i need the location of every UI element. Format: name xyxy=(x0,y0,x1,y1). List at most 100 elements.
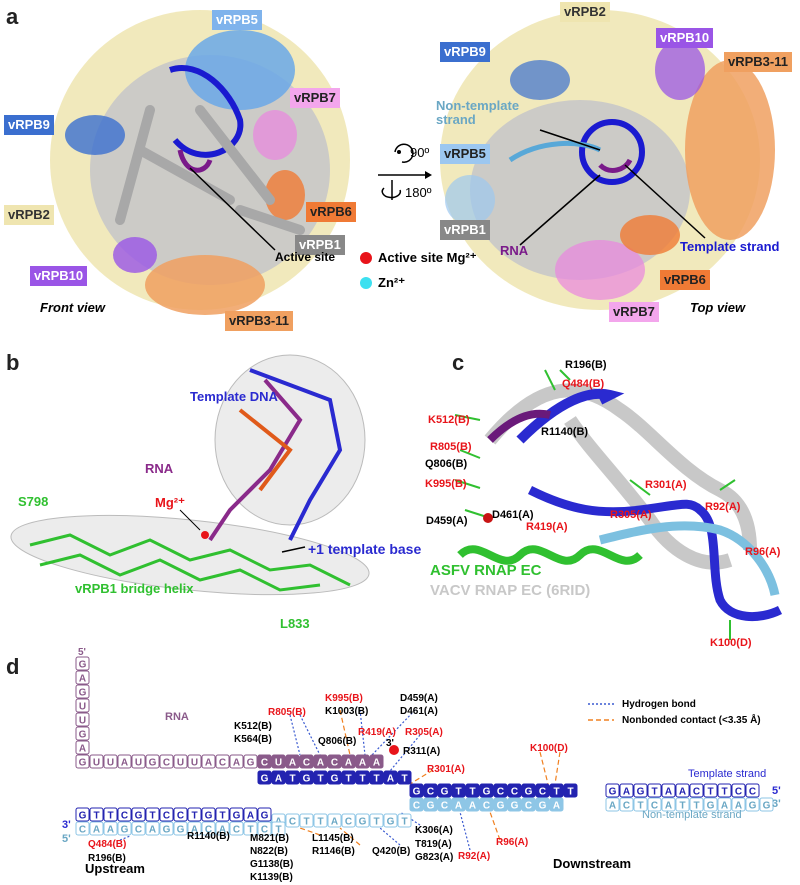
nt-down-box xyxy=(423,797,438,812)
mg-legend-label: Active site Mg²⁺ xyxy=(378,250,477,265)
nt-end-base: T xyxy=(637,801,643,812)
upstream-top-box xyxy=(117,807,132,822)
front-view-structure xyxy=(50,10,350,315)
upstream-top-box xyxy=(75,807,90,822)
nt-mid-base: T xyxy=(373,817,379,828)
d-r301: R301(A) xyxy=(427,764,465,775)
contact-line xyxy=(299,827,321,836)
nt-mid-base: T xyxy=(401,817,407,828)
nt-down-base: G xyxy=(497,801,505,812)
upstream-top-box xyxy=(243,807,258,822)
c-vacv-label: VACV RNAP EC (6RID) xyxy=(430,582,591,599)
panel-c-structure xyxy=(454,369,783,640)
nt-down-box xyxy=(535,797,550,812)
c-q806: Q806(B) xyxy=(425,458,468,470)
nt-end-box xyxy=(731,797,746,812)
upstream-bottom-base: A xyxy=(107,825,114,836)
upstream-top-base: T xyxy=(191,811,197,822)
d-r805: R805(B) xyxy=(268,707,306,718)
d-legend-hbond: Hydrogen bond xyxy=(622,699,696,710)
rna-horizontal-base: U xyxy=(93,758,100,769)
template-down-base: T xyxy=(469,787,475,798)
top-label-rna: RNA xyxy=(500,243,529,258)
d-rna-label: RNA xyxy=(165,711,189,723)
top-label-non-template: Non-template strand xyxy=(436,98,520,127)
b-template-dna: Template DNA xyxy=(190,389,278,404)
nt-end-base: C xyxy=(623,801,630,812)
d-upstream: Upstream xyxy=(85,861,145,876)
c-r419: R419(A) xyxy=(526,521,568,533)
upstream-bottom-base: C xyxy=(79,825,86,836)
rna-hybrid-box xyxy=(355,754,370,769)
rna-hybrid-base: A xyxy=(317,758,324,769)
template-end-base: A xyxy=(679,787,686,798)
d-r1146: R1146(B) xyxy=(312,846,355,857)
upstream-bottom-box xyxy=(201,821,216,836)
template-down-box xyxy=(521,783,536,798)
nt-mid-base: C xyxy=(345,817,352,828)
rna-horizontal-box xyxy=(131,754,146,769)
upstream-bottom-base: A xyxy=(93,825,100,836)
d-d461: D461(A) xyxy=(400,706,438,717)
template-hybrid-box xyxy=(313,770,328,785)
contact-line xyxy=(539,751,549,785)
d-template-3prime: 3' xyxy=(62,819,71,831)
nt-mid-box xyxy=(285,813,300,828)
upstream-bottom-base: T xyxy=(275,825,281,836)
nt-down-box xyxy=(549,797,564,812)
template-end-box xyxy=(647,783,662,798)
top-label-vrpb3-11: vRPB3-11 xyxy=(724,52,792,72)
nt-down-base: C xyxy=(441,801,448,812)
d-r419: R419(A) xyxy=(358,727,396,738)
upstream-top-base: T xyxy=(219,811,225,822)
rna-vertical-base: U xyxy=(79,716,86,727)
nt-end-box xyxy=(745,797,760,812)
template-end-base: C xyxy=(693,787,700,798)
upstream-top-base: C xyxy=(121,811,128,822)
rna-horizontal-box xyxy=(117,754,132,769)
template-down-box xyxy=(423,783,438,798)
b-plus1-template-base: +1 template base xyxy=(308,541,422,557)
template-down-box xyxy=(479,783,494,798)
upstream-bottom-base: G xyxy=(163,825,171,836)
nt-end-base: A xyxy=(609,801,616,812)
rna-vertical-box xyxy=(75,740,90,755)
nt-down-box xyxy=(451,797,466,812)
d-k564: K564(B) xyxy=(234,734,272,745)
template-hybrid-base: A xyxy=(387,774,394,785)
top-label-vrpb9: vRPB9 xyxy=(440,42,490,62)
template-end-box xyxy=(661,783,676,798)
rna-horizontal-base: C xyxy=(163,758,170,769)
template-end-box xyxy=(633,783,648,798)
nt-end-box xyxy=(689,797,704,812)
nt-mid-box xyxy=(341,813,356,828)
template-hybrid-box xyxy=(257,770,272,785)
template-end-base: G xyxy=(637,787,645,798)
template-end-base: A xyxy=(665,787,672,798)
panel-b-letter: b xyxy=(6,350,20,375)
template-down-base: C xyxy=(427,787,434,798)
upstream-top-base: T xyxy=(149,811,155,822)
rna-hybrid-base: U xyxy=(275,758,282,769)
rna-horizontal-base: A xyxy=(205,758,212,769)
d-g1138: G1138(B) xyxy=(250,859,294,870)
upstream-top-base: G xyxy=(135,811,143,822)
contact-line xyxy=(299,714,321,756)
top-view-structure xyxy=(440,10,775,310)
template-down-base: G xyxy=(441,787,449,798)
rna-horizontal-box xyxy=(187,754,202,769)
template-hybrid-base: A xyxy=(275,774,282,785)
rna-vertical-box xyxy=(75,712,90,727)
rna-vertical-box xyxy=(75,726,90,741)
rna-vertical-base: A xyxy=(79,674,86,685)
c-r805: R805(B) xyxy=(430,441,472,453)
rna-horizontal-box xyxy=(103,754,118,769)
b-rna: RNA xyxy=(145,461,174,476)
template-hybrid-box xyxy=(355,770,370,785)
template-down-base: G xyxy=(525,787,533,798)
rna-hybrid-box xyxy=(327,754,342,769)
d-rna-5prime: 5' xyxy=(78,647,86,658)
nt-down-box xyxy=(479,797,494,812)
d-q806: Q806(B) xyxy=(318,736,357,747)
front-label-vrpb5: vRPB5 xyxy=(212,10,262,30)
